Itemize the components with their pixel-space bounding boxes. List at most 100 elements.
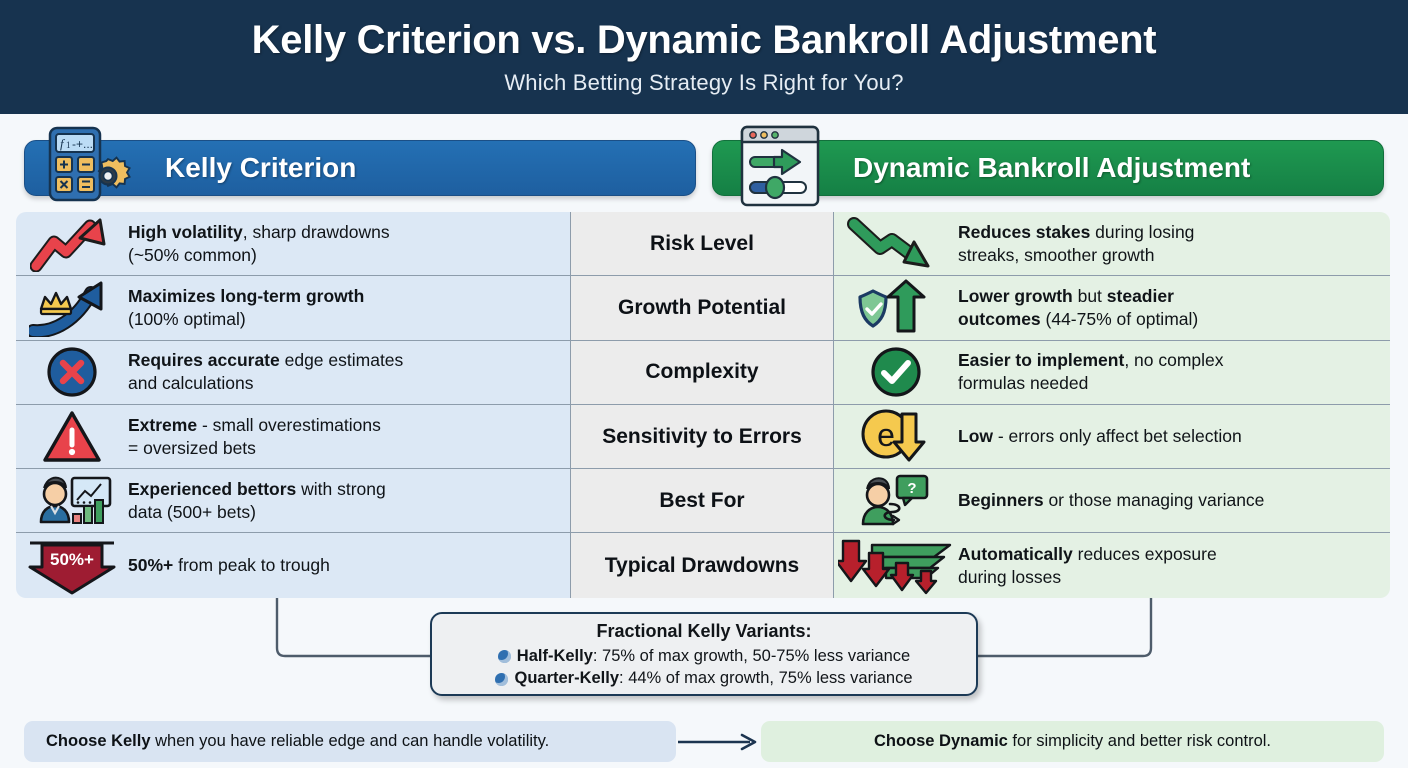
dynamic-header-bar: Dynamic Bankroll Adjustment: [712, 140, 1384, 196]
footer-kelly-text: Choose Kelly when you have reliable edge…: [46, 732, 549, 751]
criterion-label: Complexity: [645, 360, 759, 384]
kelly-rest-4: with strong: [296, 479, 386, 500]
dyn-rest-0: during losing: [1090, 221, 1195, 242]
kelly-line2-3: = oversized bets: [128, 437, 256, 458]
dyn-line2-0: streaks, smoother growth: [958, 244, 1155, 265]
dynamic-text-best-for: Beginners or those managing variance: [958, 489, 1274, 512]
dynamic-cell-growth-potential: Lower growth but steadier outcomes (44-7…: [834, 276, 1390, 341]
dyn-bold-5: Automatically: [958, 543, 1073, 564]
analyst-chart-person-icon: [16, 471, 128, 531]
table-row: Extreme - small overestimations = oversi…: [16, 404, 1392, 470]
footer-dynamic-bold: Choose Dynamic: [873, 732, 1008, 750]
kelly-bold-4: Experienced bettors: [128, 479, 297, 500]
dyn-line2bold-1: outcomes: [958, 308, 1041, 329]
yellow-e-down-arrow-icon: e: [834, 407, 958, 467]
right-arrow-icon: [678, 733, 757, 751]
crown-growth-arrow-icon: [16, 278, 128, 338]
variant-name-quarter: Quarter-Kelly: [514, 669, 620, 687]
table-row: High volatility, sharp drawdowns (~50% c…: [16, 212, 1392, 277]
dyn-rest-3: - errors only affect bet selection: [993, 426, 1242, 447]
page-title: Kelly Criterion vs. Dynamic Bankroll Adj…: [251, 17, 1157, 62]
variant-name-half: Half-Kelly: [516, 646, 593, 665]
footer-kelly-rest: when you have reliable edge and can hand…: [150, 732, 550, 750]
dyn-rest-5: reduces exposure: [1072, 543, 1217, 564]
criterion-drawdowns: Typical Drawdowns: [570, 533, 834, 598]
table-row: Maximizes long-term growth (100% optimal…: [16, 276, 1392, 341]
dynamic-cell-drawdowns: Automatically reduces exposure during lo…: [834, 533, 1390, 598]
kelly-line2-2: and calculations: [128, 373, 254, 394]
green-down-arrow-icon: [834, 214, 958, 274]
shield-up-arrow-icon: [834, 278, 958, 338]
kelly-text-growth-potential: Maximizes long-term growth (100% optimal…: [128, 285, 374, 331]
dyn-bold-3: Low: [958, 426, 993, 447]
svg-text:-+...: -+...: [72, 137, 93, 151]
calculator-gear-icon: f 1 -+...: [48, 126, 131, 202]
criterion-label: Sensitivity to Errors: [602, 424, 802, 448]
footer-dynamic-rest: for simplicity and better risk control.: [1007, 732, 1272, 750]
red-volatile-up-arrow-icon: [16, 214, 128, 274]
table-row: Requires accurate edge estimates and cal…: [16, 340, 1392, 405]
kelly-text-best-for: Experienced bettors with strong data (50…: [128, 478, 396, 524]
descending-red-arrows-icon: [834, 536, 958, 596]
dynamic-text-growth-potential: Lower growth but steadier outcomes (44-7…: [958, 285, 1208, 331]
kelly-bold-0: High volatility: [128, 221, 243, 242]
kelly-line2-4: data (500+ bets): [128, 501, 256, 522]
kelly-text-drawdowns: 50%+ from peak to trough: [128, 554, 340, 577]
kelly-bold-2: Requires accurate: [128, 350, 280, 371]
svg-text:f: f: [60, 136, 66, 151]
svg-text:50%+: 50%+: [50, 550, 94, 569]
dynamic-cell-complexity: Easier to implement, no complex formulas…: [834, 340, 1390, 405]
criterion-sensitivity: Sensitivity to Errors: [570, 404, 834, 470]
page-header: Kelly Criterion vs. Dynamic Bankroll Adj…: [0, 0, 1408, 114]
criterion-label: Best For: [659, 488, 745, 512]
dyn-rest-2: , no complex: [1124, 350, 1224, 371]
svg-text:e: e: [877, 417, 895, 453]
criterion-complexity: Complexity: [570, 340, 834, 405]
dyn-line2-5: during losses: [958, 566, 1062, 587]
variant-item-quarter-kelly: Quarter-Kelly: 44% of max growth, 75% le…: [495, 667, 913, 689]
fifty-percent-down-arrow-icon: 50%+: [16, 536, 128, 596]
criterion-best-for: Best For: [570, 469, 834, 534]
variant-item-half-kelly: Half-Kelly: 75% of max growth, 50-75% le…: [497, 645, 910, 667]
variant-detail-quarter: : 44% of max growth, 75% less variance: [619, 669, 913, 687]
blue-circle-x-icon: [16, 342, 128, 402]
criterion-growth-potential: Growth Potential: [570, 276, 834, 341]
footer-dynamic-recommendation: Choose Dynamic for simplicity and better…: [761, 721, 1384, 762]
kelly-rest-5: from peak to trough: [173, 555, 330, 576]
dyn-bold1b-1: steadier: [1106, 286, 1174, 307]
criterion-risk-level: Risk Level: [570, 212, 834, 277]
kelly-text-risk-level: High volatility, sharp drawdowns (~50% c…: [128, 221, 400, 267]
dyn-rest-4: or those managing variance: [1043, 490, 1265, 511]
kelly-bold-3: Extreme: [128, 414, 198, 435]
kelly-cell-best-for: Experienced bettors with strong data (50…: [16, 469, 570, 534]
kelly-rest-3: - small overestimations: [197, 414, 381, 435]
kelly-cell-risk-level: High volatility, sharp drawdowns (~50% c…: [16, 212, 570, 277]
dyn-line2-1: (44-75% of optimal): [1040, 308, 1199, 329]
dynamic-header-label: Dynamic Bankroll Adjustment: [853, 152, 1251, 183]
dyn-bold-1: Lower growth: [958, 286, 1073, 307]
dynamic-cell-best-for: ? Beginners or those managing variance: [834, 469, 1390, 534]
beginner-question-person-icon: ?: [834, 471, 958, 531]
kelly-header-bar: Kelly Criterion: [24, 140, 696, 196]
fractional-kelly-variants-box: Fractional Kelly Variants: Half-Kelly: 7…: [430, 612, 978, 696]
pie-quarter-icon: [495, 672, 509, 686]
kelly-text-complexity: Requires accurate edge estimates and cal…: [128, 349, 413, 395]
dynamic-text-sensitivity: Low - errors only affect bet selection: [958, 425, 1252, 448]
slider-window-icon: [740, 125, 820, 207]
footer-dynamic-text: Choose Dynamic for simplicity and better…: [874, 732, 1271, 751]
dyn-rest-1: but: [1072, 286, 1107, 307]
kelly-header-label: Kelly Criterion: [165, 152, 357, 183]
dynamic-cell-sensitivity: e Low - errors only affect bet selection: [834, 404, 1390, 470]
table-row: Experienced bettors with strong data (50…: [16, 469, 1392, 534]
dynamic-cell-risk-level: Reduces stakes during losing streaks, sm…: [834, 212, 1390, 277]
svg-text:1: 1: [66, 140, 71, 150]
criterion-label: Risk Level: [650, 231, 754, 255]
kelly-cell-growth-potential: Maximizes long-term growth (100% optimal…: [16, 276, 570, 341]
dyn-line2-2: formulas needed: [958, 373, 1089, 394]
kelly-bold-5: 50%+: [128, 555, 174, 576]
kelly-line2-0: (~50% common): [128, 244, 257, 265]
criterion-label: Growth Potential: [618, 295, 786, 319]
criterion-label: Typical Drawdowns: [604, 553, 800, 577]
red-warning-triangle-icon: [16, 407, 128, 467]
